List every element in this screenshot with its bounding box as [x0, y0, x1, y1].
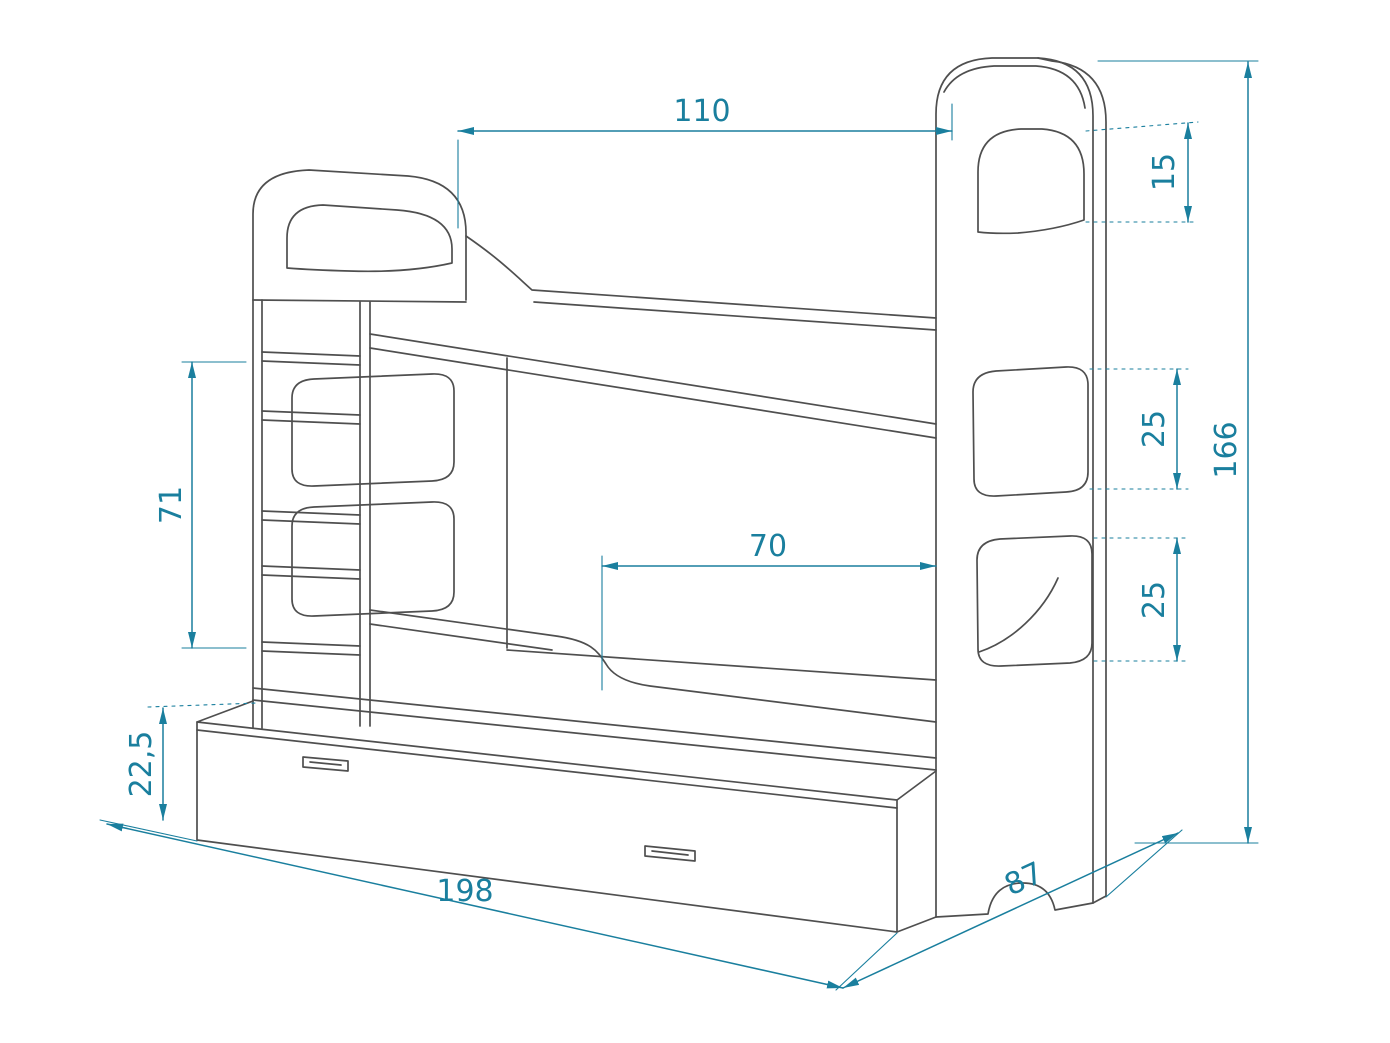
ext-87-right	[1105, 829, 1183, 898]
dim-label-overall-length: 198	[436, 874, 493, 909]
ext-15-top	[1085, 121, 1199, 132]
ext-198-right	[835, 932, 898, 991]
right-side-panel	[935, 57, 1107, 918]
ladder-rung	[261, 641, 361, 656]
headboard-panel	[252, 169, 467, 303]
left-panel-cutouts	[291, 373, 455, 617]
ladder-rung	[261, 565, 361, 580]
dim-label-upper-cutout-height: 25	[1137, 410, 1172, 448]
dimension-lines	[99, 60, 1259, 991]
rail-seen-through-cutout	[978, 577, 1059, 653]
ladder-rung	[261, 351, 361, 366]
lower-guard-rail-thickness	[369, 623, 553, 651]
right-panel-lower-cutout	[976, 535, 1093, 667]
drawer-front-face	[196, 721, 898, 933]
drawer-top-lip	[196, 729, 898, 809]
dim-label-drawer-height: 22,5	[124, 731, 159, 798]
dimension-labels: 110 15 166 25 25 71 70 22,5 198 87	[124, 94, 1244, 909]
dim-label-overall-height: 166	[1209, 421, 1244, 478]
ladder	[252, 299, 371, 729]
lower-guard-rail-wave	[369, 609, 937, 723]
right-panel-side-edge	[1037, 57, 1107, 904]
right-panel-upper-cutout	[972, 366, 1089, 497]
dim-line-overall-depth	[842, 832, 1179, 989]
left-panel-upper-cutout	[291, 373, 455, 487]
ext-198-left	[99, 819, 198, 842]
right-panel-front-face	[935, 57, 1094, 918]
ladder-rung	[261, 410, 361, 425]
lower-far-rail	[506, 649, 937, 681]
left-panel-lower-cutout	[291, 501, 455, 617]
ext-225-top	[147, 702, 259, 708]
upper-guard-rail-top	[465, 235, 937, 319]
lower-bunk	[252, 609, 937, 771]
extension-lines-dotted	[147, 121, 1199, 708]
storage-drawer	[196, 700, 937, 933]
base-frame-bottom-edge	[252, 699, 937, 771]
drawer-right-depth-edge	[896, 770, 937, 801]
drawer-bottom-depth-edge	[896, 916, 937, 933]
right-panel-top-arc-inner	[943, 65, 1086, 109]
drawer-left-depth-edge	[196, 700, 254, 723]
headboard-bottom-edge	[252, 299, 467, 303]
upper-platform-bottom-edge	[369, 347, 937, 439]
dim-label-top-width: 110	[673, 94, 730, 129]
upper-bunk	[369, 235, 937, 649]
drawer-handle-left	[302, 756, 349, 772]
headboard-outline	[252, 169, 467, 301]
right-panel-headboard-cutout	[977, 128, 1085, 235]
dim-label-ladder-height: 71	[154, 486, 189, 524]
dim-label-head-cutout-height: 15	[1147, 153, 1182, 191]
headboard-cutout	[286, 204, 453, 273]
base-frame-top-edge	[252, 687, 937, 759]
drawer-handle-right	[644, 845, 696, 862]
bed-outline	[196, 57, 1107, 933]
upper-guard-rail-bottom	[533, 301, 937, 331]
dim-line-overall-length	[106, 823, 844, 989]
dim-label-lower-cutout-height: 25	[1137, 581, 1172, 619]
ladder-rung	[261, 510, 361, 525]
upper-platform-top-edge	[369, 333, 937, 425]
dim-label-entry-width: 70	[749, 529, 787, 564]
